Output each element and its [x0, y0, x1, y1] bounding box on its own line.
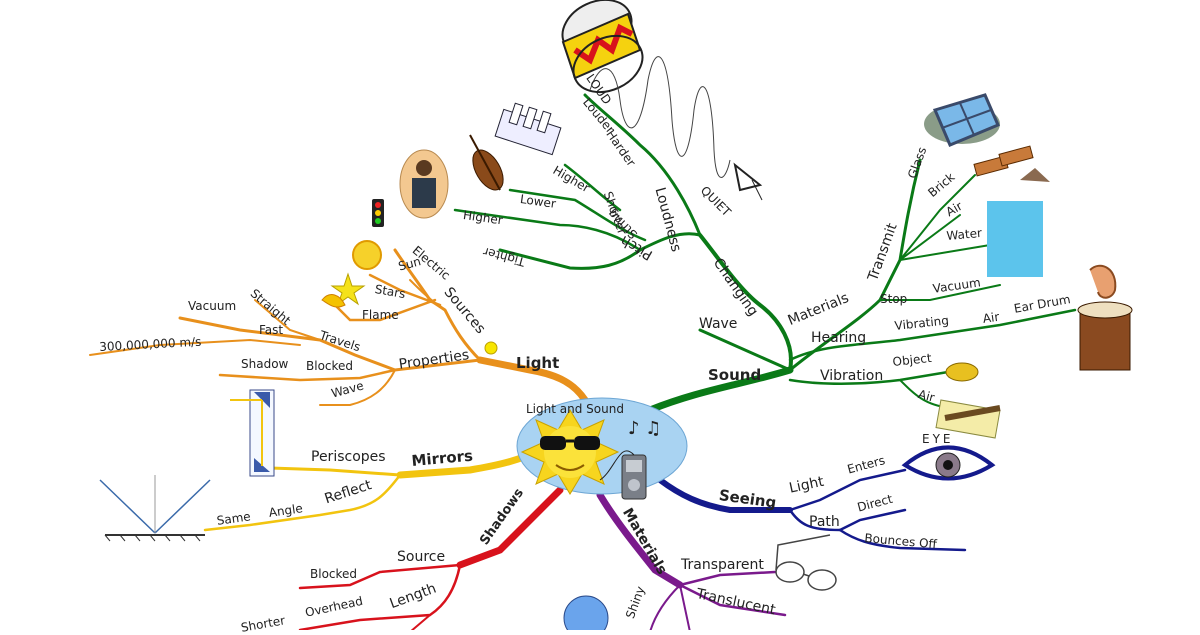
materials-transparent-label: Transparent [681, 557, 764, 573]
bricks-icon [973, 145, 1050, 182]
seeing-branch [657, 468, 967, 552]
light-flame-label: Flame [362, 308, 399, 322]
shiny-ball-icon [563, 595, 609, 630]
light-blocked-label: Blocked [306, 359, 354, 373]
mirrors-periscopes-label: Periscopes [311, 449, 386, 465]
light-branch [89, 248, 589, 406]
cello-icon [469, 134, 504, 191]
eye-icon [901, 445, 996, 481]
sound-air-2-label: Air [981, 309, 1001, 326]
sound-wave-label: Wave [699, 316, 738, 332]
traffic-light-icon [372, 199, 384, 227]
seeing-path-label: Path [809, 514, 840, 530]
sound-vibration-label: Vibration [820, 368, 884, 384]
light-fast-label: Fast [259, 323, 284, 337]
shadows-source-label: Source [397, 549, 446, 565]
sound-stop-label: Stop [880, 292, 908, 306]
light-label: Light [516, 354, 560, 372]
reflection-diagram-icon [99, 475, 211, 542]
window-icon [924, 93, 1000, 147]
music-notes: ♪ ♫ [628, 418, 662, 439]
violinist-icon [399, 149, 449, 219]
periscope-icon [230, 389, 275, 477]
sound-air-3-label: Air [916, 387, 937, 405]
shadows-branch [298, 486, 564, 630]
center-image [516, 397, 688, 500]
bottles-icon [494, 102, 562, 156]
shadows-blocked-label: Blocked [310, 567, 358, 581]
sound-label: Sound [708, 366, 762, 384]
sound-hearing-label: Hearing [811, 330, 867, 346]
water-icon [987, 201, 1043, 277]
star-icon [330, 272, 366, 306]
music-player-icon [599, 450, 647, 500]
recorder-icon [935, 399, 1001, 439]
sun-small-icon [352, 240, 382, 270]
seeing-eye-label: EYE [922, 432, 954, 446]
sound-water-label: Water [945, 225, 983, 243]
light-shadow-label: Shadow [241, 357, 289, 371]
sun-icon [520, 409, 620, 495]
glasses-icon [775, 534, 837, 591]
materials-branch [596, 491, 787, 630]
sound-branch [453, 93, 1077, 414]
center-title: Light and Sound [526, 402, 624, 416]
ear-drum-icon [1077, 264, 1133, 371]
cymbal-icon [945, 362, 979, 382]
sound-wave-icon [589, 56, 731, 178]
bulb-icon [484, 341, 498, 355]
flame-icon [321, 294, 346, 308]
drum-icon [561, 0, 644, 94]
light-vacuum-label: Vacuum [188, 299, 237, 313]
triangle-instrument-icon [733, 162, 763, 201]
